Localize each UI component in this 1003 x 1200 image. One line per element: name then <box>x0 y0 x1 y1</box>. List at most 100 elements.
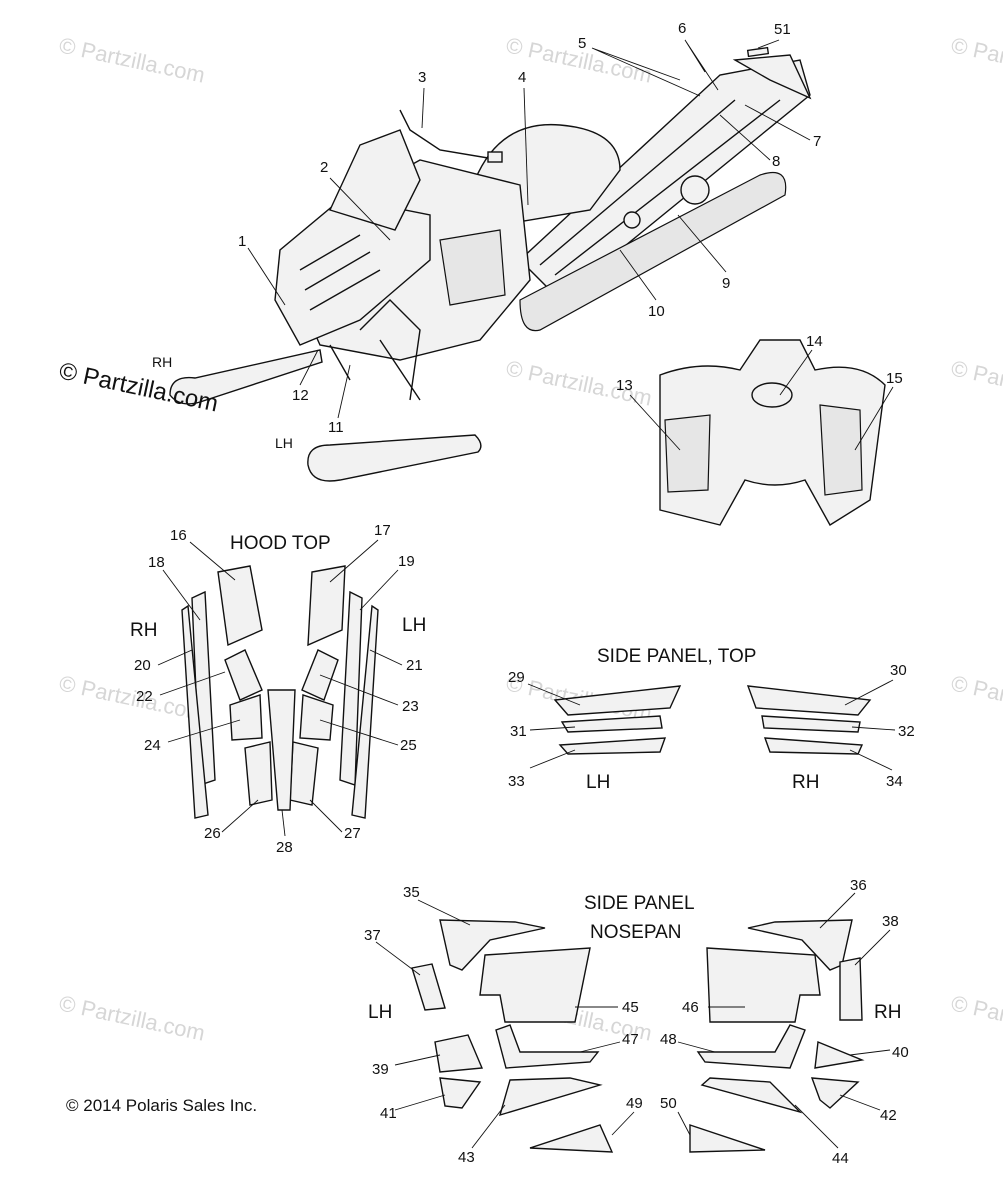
callout-40: 40 <box>892 1044 909 1061</box>
callout-16: 16 <box>170 527 187 544</box>
decal-29 <box>553 685 682 716</box>
watermark: © Partzilla.com <box>949 355 1003 410</box>
nosepan-right-panel <box>819 404 863 496</box>
decal-44 <box>700 1077 803 1114</box>
label-top-lh: LH <box>586 772 610 793</box>
watermark: © Partzilla.com <box>57 990 207 1045</box>
callout-14: 14 <box>806 333 823 350</box>
watermark: © Partzilla.com <box>949 990 1003 1045</box>
callout-19: 19 <box>398 553 415 570</box>
callout-11: 11 <box>328 419 344 436</box>
side-panel-vent <box>439 229 506 306</box>
watermark-main: © Partzilla.com <box>57 357 221 417</box>
callout-35: 35 <box>403 884 420 901</box>
snowflap <box>732 54 812 100</box>
watermark: © Partzilla.com <box>57 32 207 87</box>
decal-33 <box>558 737 667 755</box>
nosepan-decals <box>411 919 865 1153</box>
leader-lines <box>157 39 896 1149</box>
decal-31 <box>560 715 663 733</box>
section-title-nosepan: NOSEPAN <box>590 922 682 943</box>
decal-27 <box>289 741 319 806</box>
callout-48: 48 <box>660 1031 677 1048</box>
callout-12: 12 <box>292 387 309 404</box>
callout-44: 44 <box>832 1150 849 1167</box>
callout-17: 17 <box>374 522 391 539</box>
watermark: © Partzilla.com <box>949 670 1003 725</box>
callout-2: 2 <box>320 159 328 176</box>
decal-38 <box>839 957 863 1021</box>
decal-19 <box>339 590 363 786</box>
watermark: © Partzilla.com <box>949 32 1003 87</box>
callout-24: 24 <box>144 737 161 754</box>
callout-6: 6 <box>678 20 686 37</box>
decal-51 <box>746 46 770 58</box>
callout-50: 50 <box>660 1095 677 1112</box>
grip <box>487 151 503 163</box>
tunnel-edges <box>539 99 781 276</box>
callout-4: 4 <box>518 69 526 86</box>
decal-40 <box>814 1041 865 1069</box>
idler-wheel <box>680 175 710 205</box>
callout-31: 31 <box>510 723 527 740</box>
callout-13: 13 <box>616 377 633 394</box>
callout-15: 15 <box>886 370 903 387</box>
decal-46 <box>706 947 821 1023</box>
snowmobile-illustration <box>169 54 812 482</box>
decal-37 <box>411 963 446 1011</box>
section-title-side-panel: SIDE PANEL <box>584 893 695 914</box>
nosepan-illustration <box>659 339 886 526</box>
callout-30: 30 <box>890 662 907 679</box>
decal-43 <box>498 1077 603 1117</box>
decal-21 <box>351 604 379 819</box>
ski-left <box>307 434 482 482</box>
label-hood-lh: LH <box>402 615 426 636</box>
callout-10: 10 <box>648 303 665 320</box>
handlebar <box>399 109 501 161</box>
label-nose-rh: RH <box>874 1002 901 1023</box>
ski-right <box>169 349 323 405</box>
callout-numbers: 1 2 3 4 5 6 7 8 9 10 11 12 13 14 15 16 1… <box>134 20 915 1167</box>
callout-1: 1 <box>238 233 246 250</box>
hood-lines <box>299 234 381 311</box>
callout-20: 20 <box>134 657 151 674</box>
callout-26: 26 <box>204 825 221 842</box>
decal-49 <box>529 1124 614 1153</box>
callout-45: 45 <box>622 999 639 1016</box>
callout-28: 28 <box>276 839 293 856</box>
decal-35 <box>439 919 546 971</box>
callout-36: 36 <box>850 877 867 894</box>
decal-42 <box>810 1077 860 1109</box>
label-sled-lh: LH <box>275 435 293 451</box>
callout-7: 7 <box>813 133 821 150</box>
callout-46: 46 <box>682 999 699 1016</box>
callout-47: 47 <box>622 1031 639 1048</box>
callout-42: 42 <box>880 1107 897 1124</box>
decal-25 <box>299 694 334 741</box>
callout-39: 39 <box>372 1061 389 1078</box>
callout-51: 51 <box>774 21 791 38</box>
decal-32 <box>761 715 861 733</box>
callout-27: 27 <box>344 825 361 842</box>
label-sled-rh: RH <box>152 354 172 370</box>
section-title-hood-top: HOOD TOP <box>230 533 331 554</box>
label-top-rh: RH <box>792 772 819 793</box>
front-suspension <box>329 299 421 401</box>
decal-24 <box>229 694 263 741</box>
decal-26 <box>244 741 273 806</box>
callout-5: 5 <box>578 35 586 52</box>
callout-21: 21 <box>406 657 423 674</box>
callout-25: 25 <box>400 737 417 754</box>
callout-37: 37 <box>364 927 381 944</box>
callout-23: 23 <box>402 698 419 715</box>
callout-22: 22 <box>136 688 153 705</box>
callout-41: 41 <box>380 1105 397 1122</box>
decal-20 <box>181 604 209 819</box>
decal-48 <box>696 1024 806 1069</box>
callout-9: 9 <box>722 275 730 292</box>
copyright: © 2014 Polaris Sales Inc. <box>66 1096 257 1115</box>
decal-45 <box>479 947 591 1023</box>
hood <box>274 199 431 346</box>
callout-8: 8 <box>772 153 780 170</box>
